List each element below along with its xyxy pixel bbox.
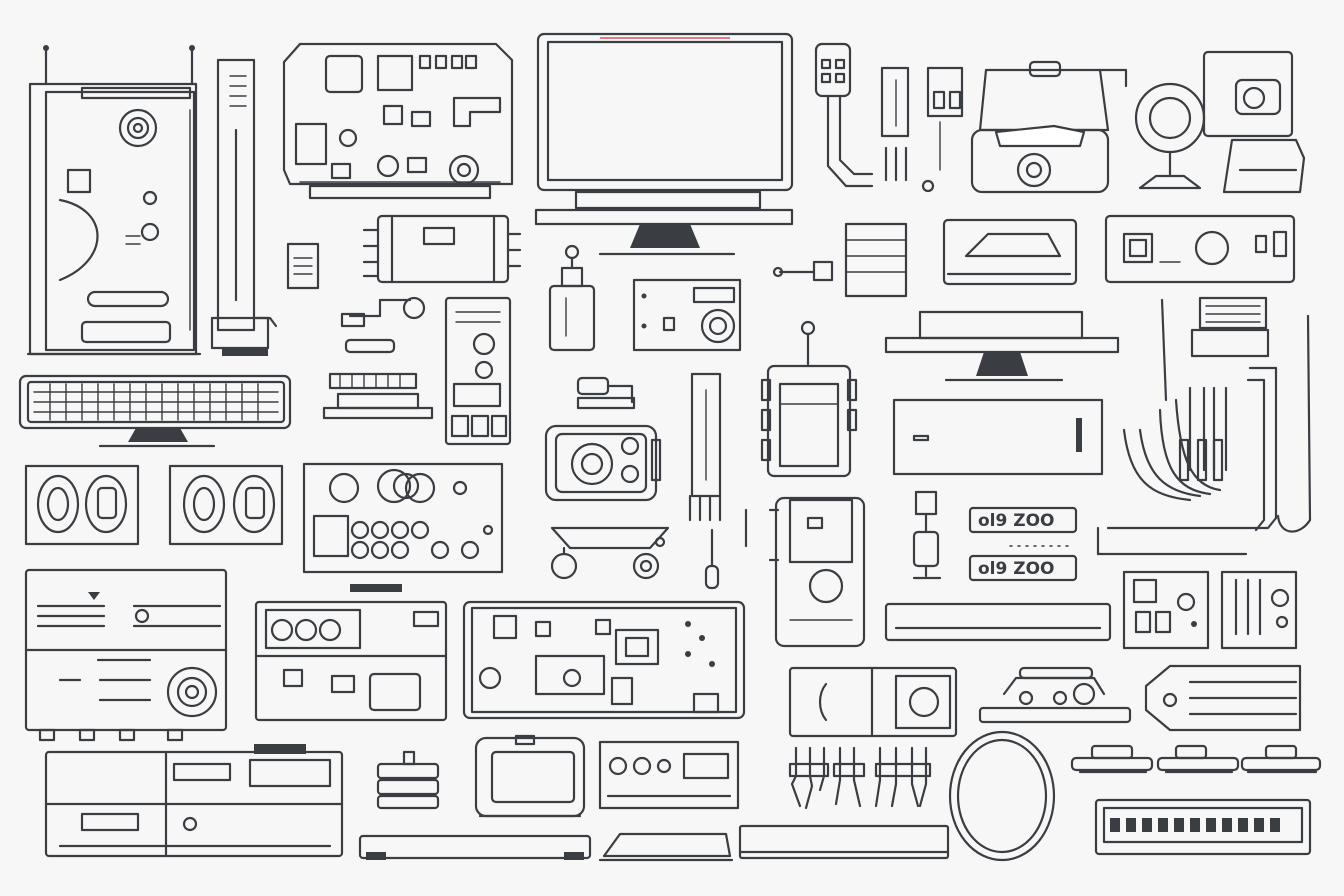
rack-device-icon: [598, 740, 740, 810]
connector-strip-icon: [688, 372, 748, 548]
hard-drive-icon: [1190, 296, 1270, 358]
mini-device-icon-2: [1156, 744, 1240, 774]
motherboard-icon: [282, 42, 514, 200]
angled-panel-icon: [1144, 664, 1302, 732]
speaker-box-icon: [788, 666, 958, 738]
small-chip-icon: [286, 242, 320, 290]
code-label-strip-b: ol9 ZOO: [968, 545, 1078, 582]
soundbar-icon: [738, 824, 950, 860]
webcam-icon: [1134, 82, 1206, 190]
lab-scale-icon: [978, 666, 1132, 724]
speaker-pair-icon-2: [168, 464, 284, 546]
control-panel-icon: [1104, 214, 1296, 284]
ram-stick-icon: [322, 372, 434, 420]
tray-device-icon: [550, 526, 670, 580]
camera-unit-icon: [632, 278, 742, 352]
dvr-unit-icon: [44, 744, 344, 858]
desk-monitor-icon: [1202, 50, 1306, 194]
dual-panel-board-icon: [254, 584, 448, 722]
main-pcb-icon: [462, 600, 746, 720]
flat-monitor-icon: [884, 310, 1120, 382]
cable-tray-icon: [358, 834, 592, 860]
projector-icon: [970, 60, 1128, 194]
tower-case-icon: [210, 58, 278, 356]
tablet-icon: [474, 734, 586, 818]
monitor-icon: [534, 32, 794, 256]
drive-bay-icon: [942, 218, 1078, 286]
stereo-receiver-icon: [24, 568, 228, 742]
flat-bar-device-icon: [884, 602, 1112, 642]
vertical-circuit-board-icon: [444, 296, 512, 446]
scanner-icon: [768, 496, 866, 648]
desktop-box-icon: [892, 398, 1104, 476]
code-label-strip-a: ol9 ZOO: [968, 506, 1078, 534]
mini-device-icon-1: [1070, 744, 1154, 774]
cable-plug-icon: [340, 296, 426, 354]
code-label-a: ol9 ZOO: [978, 511, 1054, 531]
desk-lamp-icon: [912, 490, 942, 580]
mixer-board-icon: [302, 462, 504, 574]
network-switch-icon: [1094, 798, 1312, 856]
battery-pack-icon: [376, 750, 440, 810]
router-icon: [772, 222, 908, 298]
keyboard-icon: [18, 374, 292, 448]
oval-mirror-icon: [948, 730, 1056, 862]
mounting-bracket-icon: [1096, 314, 1312, 556]
circuit-module-icon: [1122, 570, 1210, 650]
speaker-pair-icon: [24, 464, 140, 546]
graphics-card-icon: [26, 45, 202, 356]
remote-control-icon: [814, 42, 964, 193]
sensor-bottle-icon: [548, 244, 596, 352]
wedge-stand-icon: [598, 832, 734, 862]
circuit-module-icon-2: [1220, 570, 1298, 650]
cable-bundle-icon: [1122, 298, 1228, 502]
radio-device-icon: [760, 320, 858, 478]
expansion-module-icon: [362, 214, 522, 284]
wire-bundle-icon: [788, 746, 932, 810]
camera-icon: [544, 376, 662, 502]
code-label-b: ol9 ZOO: [978, 559, 1054, 579]
probe-icon: [704, 528, 720, 590]
mini-device-icon-3: [1240, 744, 1322, 774]
